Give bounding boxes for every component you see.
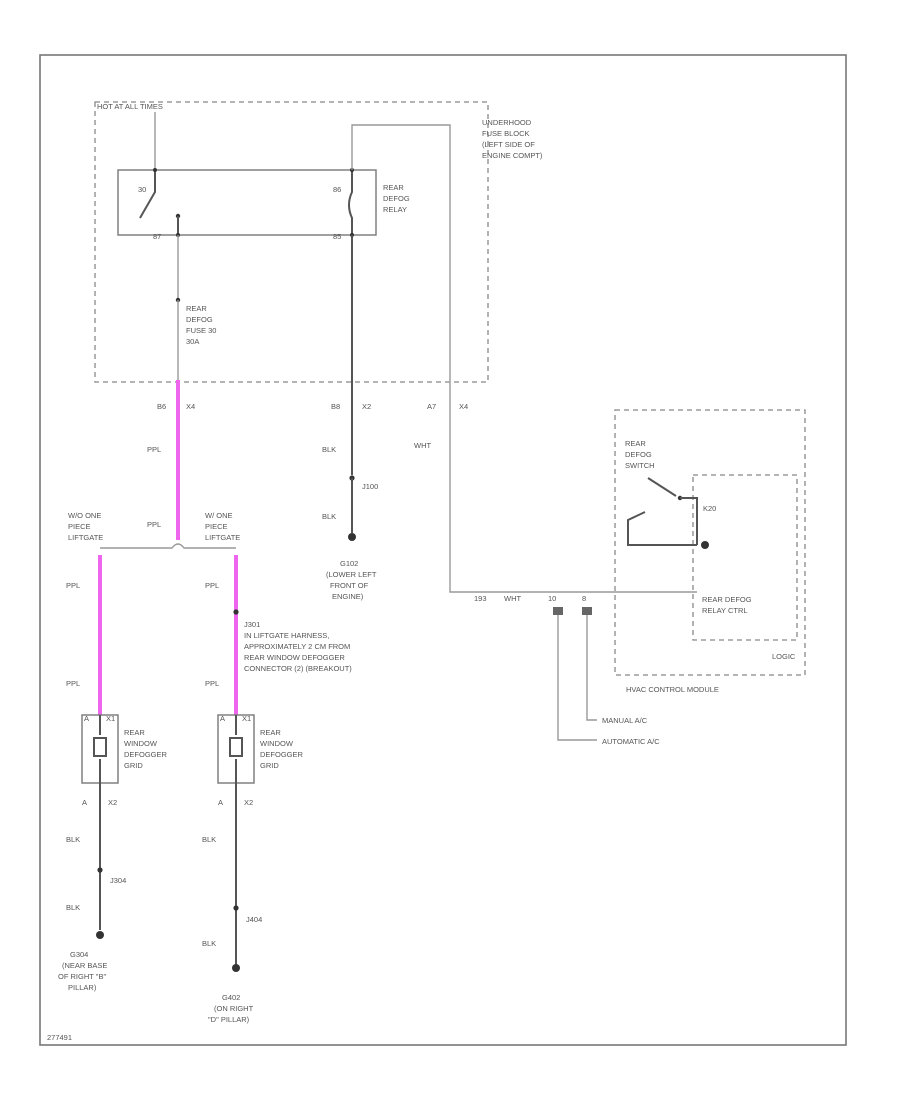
ground-g102-symbol	[348, 533, 356, 541]
variant-automatic-wire	[557, 612, 597, 741]
wire-color-wht: WHT	[504, 594, 521, 603]
rear-defog-switch	[647, 477, 677, 497]
connector-a7: A7	[427, 402, 436, 411]
relay-contact-switch	[139, 170, 156, 219]
wire-color-blk: BLK	[202, 939, 216, 948]
variant-connector-automatic	[553, 607, 563, 615]
rear-defog-relay-label: REAR DEFOG RELAY	[383, 183, 412, 214]
connector-b8: B8	[331, 402, 340, 411]
j301-splice-note: J301 IN LIFTGATE HARNESS, APPROXIMATELY …	[244, 620, 352, 673]
splice-j404-label: J404	[246, 915, 262, 924]
wire-color-ppl: PPL	[66, 679, 80, 688]
wire-color-ppl: PPL	[205, 581, 219, 590]
hvac-logic-label: LOGIC	[772, 652, 796, 661]
ground-g102-label: G102 (LOWER LEFT FRONT OF ENGINE)	[326, 559, 378, 601]
left-grid-pin-a: A	[84, 714, 89, 723]
hot-at-all-times-label: HOT AT ALL TIMES	[97, 102, 163, 111]
wire-color-blk: BLK	[66, 903, 80, 912]
diagram-frame	[39, 54, 847, 1046]
switch-ground-wire	[627, 511, 697, 546]
wire-color-ppl: PPL	[205, 679, 219, 688]
wire-color-blk: BLK	[322, 512, 336, 521]
left-grid-label: REAR WINDOW DEFOGGER GRID	[124, 728, 169, 770]
connector-x4-2: X4	[459, 402, 468, 411]
hvac-k20-label: K20	[703, 504, 716, 513]
wht-control-wire	[449, 380, 610, 593]
ground-g402-symbol	[232, 964, 240, 972]
relay-pin-87: 87	[153, 232, 161, 241]
wire-color-ppl: PPL	[147, 445, 161, 454]
hvac-pin-8: 8	[582, 594, 586, 603]
ground-g402-label: G402 (ON RIGHT "D" PILLAR)	[208, 993, 255, 1024]
right-grid-label: REAR WINDOW DEFOGGER GRID	[260, 728, 305, 770]
rear-defog-switch-label: REAR DEFOG SWITCH	[625, 439, 655, 470]
hvac-control-module-label: HVAC CONTROL MODULE	[626, 685, 719, 694]
wire-color-blk: BLK	[66, 835, 80, 844]
hvac-logic-boundary	[692, 474, 798, 641]
left-grid-pin-x1: X1	[106, 714, 115, 723]
hvac-internal-ground	[701, 541, 709, 549]
left-grid-pin-a2: A	[82, 798, 87, 807]
connector-x4-1: X4	[186, 402, 195, 411]
splice-j404	[233, 905, 239, 911]
right-grid-pin-a2: A	[218, 798, 223, 807]
relay-terminal-dot	[153, 168, 157, 172]
relay-pin-85: 85	[333, 232, 341, 241]
wire-circuit-193: 193	[474, 594, 487, 603]
splice-j301	[233, 609, 239, 615]
rear-defog-relay-box	[117, 169, 377, 236]
fuse-block-boundary	[94, 101, 489, 383]
connector-b6: B6	[157, 402, 166, 411]
left-grid-pin-x2: X2	[108, 798, 117, 807]
option-split-wire	[100, 543, 236, 549]
right-grid-pin-x1: X1	[242, 714, 251, 723]
connector-x2: X2	[362, 402, 371, 411]
hvac-control-module-boundary	[614, 409, 806, 676]
ground-g304-symbol	[96, 931, 104, 939]
figure-code: 277491	[47, 1033, 72, 1042]
rear-defog-relay-ctrl-label: REAR DEFOG RELAY CTRL	[702, 595, 754, 615]
relay-pin-86: 86	[333, 185, 341, 194]
option-without-liftgate: W/O ONE PIECE LIFTGATE	[68, 511, 103, 542]
relay-coil-feed-wire	[351, 124, 451, 380]
switch-output-wire	[680, 497, 698, 545]
variant-automatic-ac: AUTOMATIC A/C	[602, 737, 660, 746]
wire-color-ppl: PPL	[66, 581, 80, 590]
ground-g304-label: G304 (NEAR BASE OF RIGHT "B" PILLAR)	[58, 950, 110, 992]
option-with-liftgate: W/ ONE PIECE LIFTGATE	[205, 511, 240, 542]
variant-manual-wire	[586, 612, 597, 721]
hvac-pin-10: 10	[548, 594, 556, 603]
relay-pin-30: 30	[138, 185, 146, 194]
variant-connector-manual	[582, 607, 592, 615]
fuse-block-name: UNDERHOOD FUSE BLOCK (LEFT SIDE OF ENGIN…	[482, 118, 543, 160]
right-grid-pin-x2: X2	[244, 798, 253, 807]
wire-color-blk: BLK	[322, 445, 336, 454]
left-grid-element	[93, 715, 107, 783]
rear-defog-fuse-label: REAR DEFOG FUSE 30 30A	[186, 304, 219, 346]
wire-color-ppl: PPL	[147, 520, 161, 529]
splice-j100-label: J100	[362, 482, 378, 491]
splice-j304	[97, 867, 103, 873]
splice-j304-label: J304	[110, 876, 126, 885]
wire-color-blk: BLK	[202, 835, 216, 844]
relay-coil	[348, 170, 353, 235]
variant-manual-ac: MANUAL A/C	[602, 716, 648, 725]
wire-color-wht: WHT	[414, 441, 431, 450]
right-grid-pin-a: A	[220, 714, 225, 723]
right-grid-element	[229, 715, 243, 783]
